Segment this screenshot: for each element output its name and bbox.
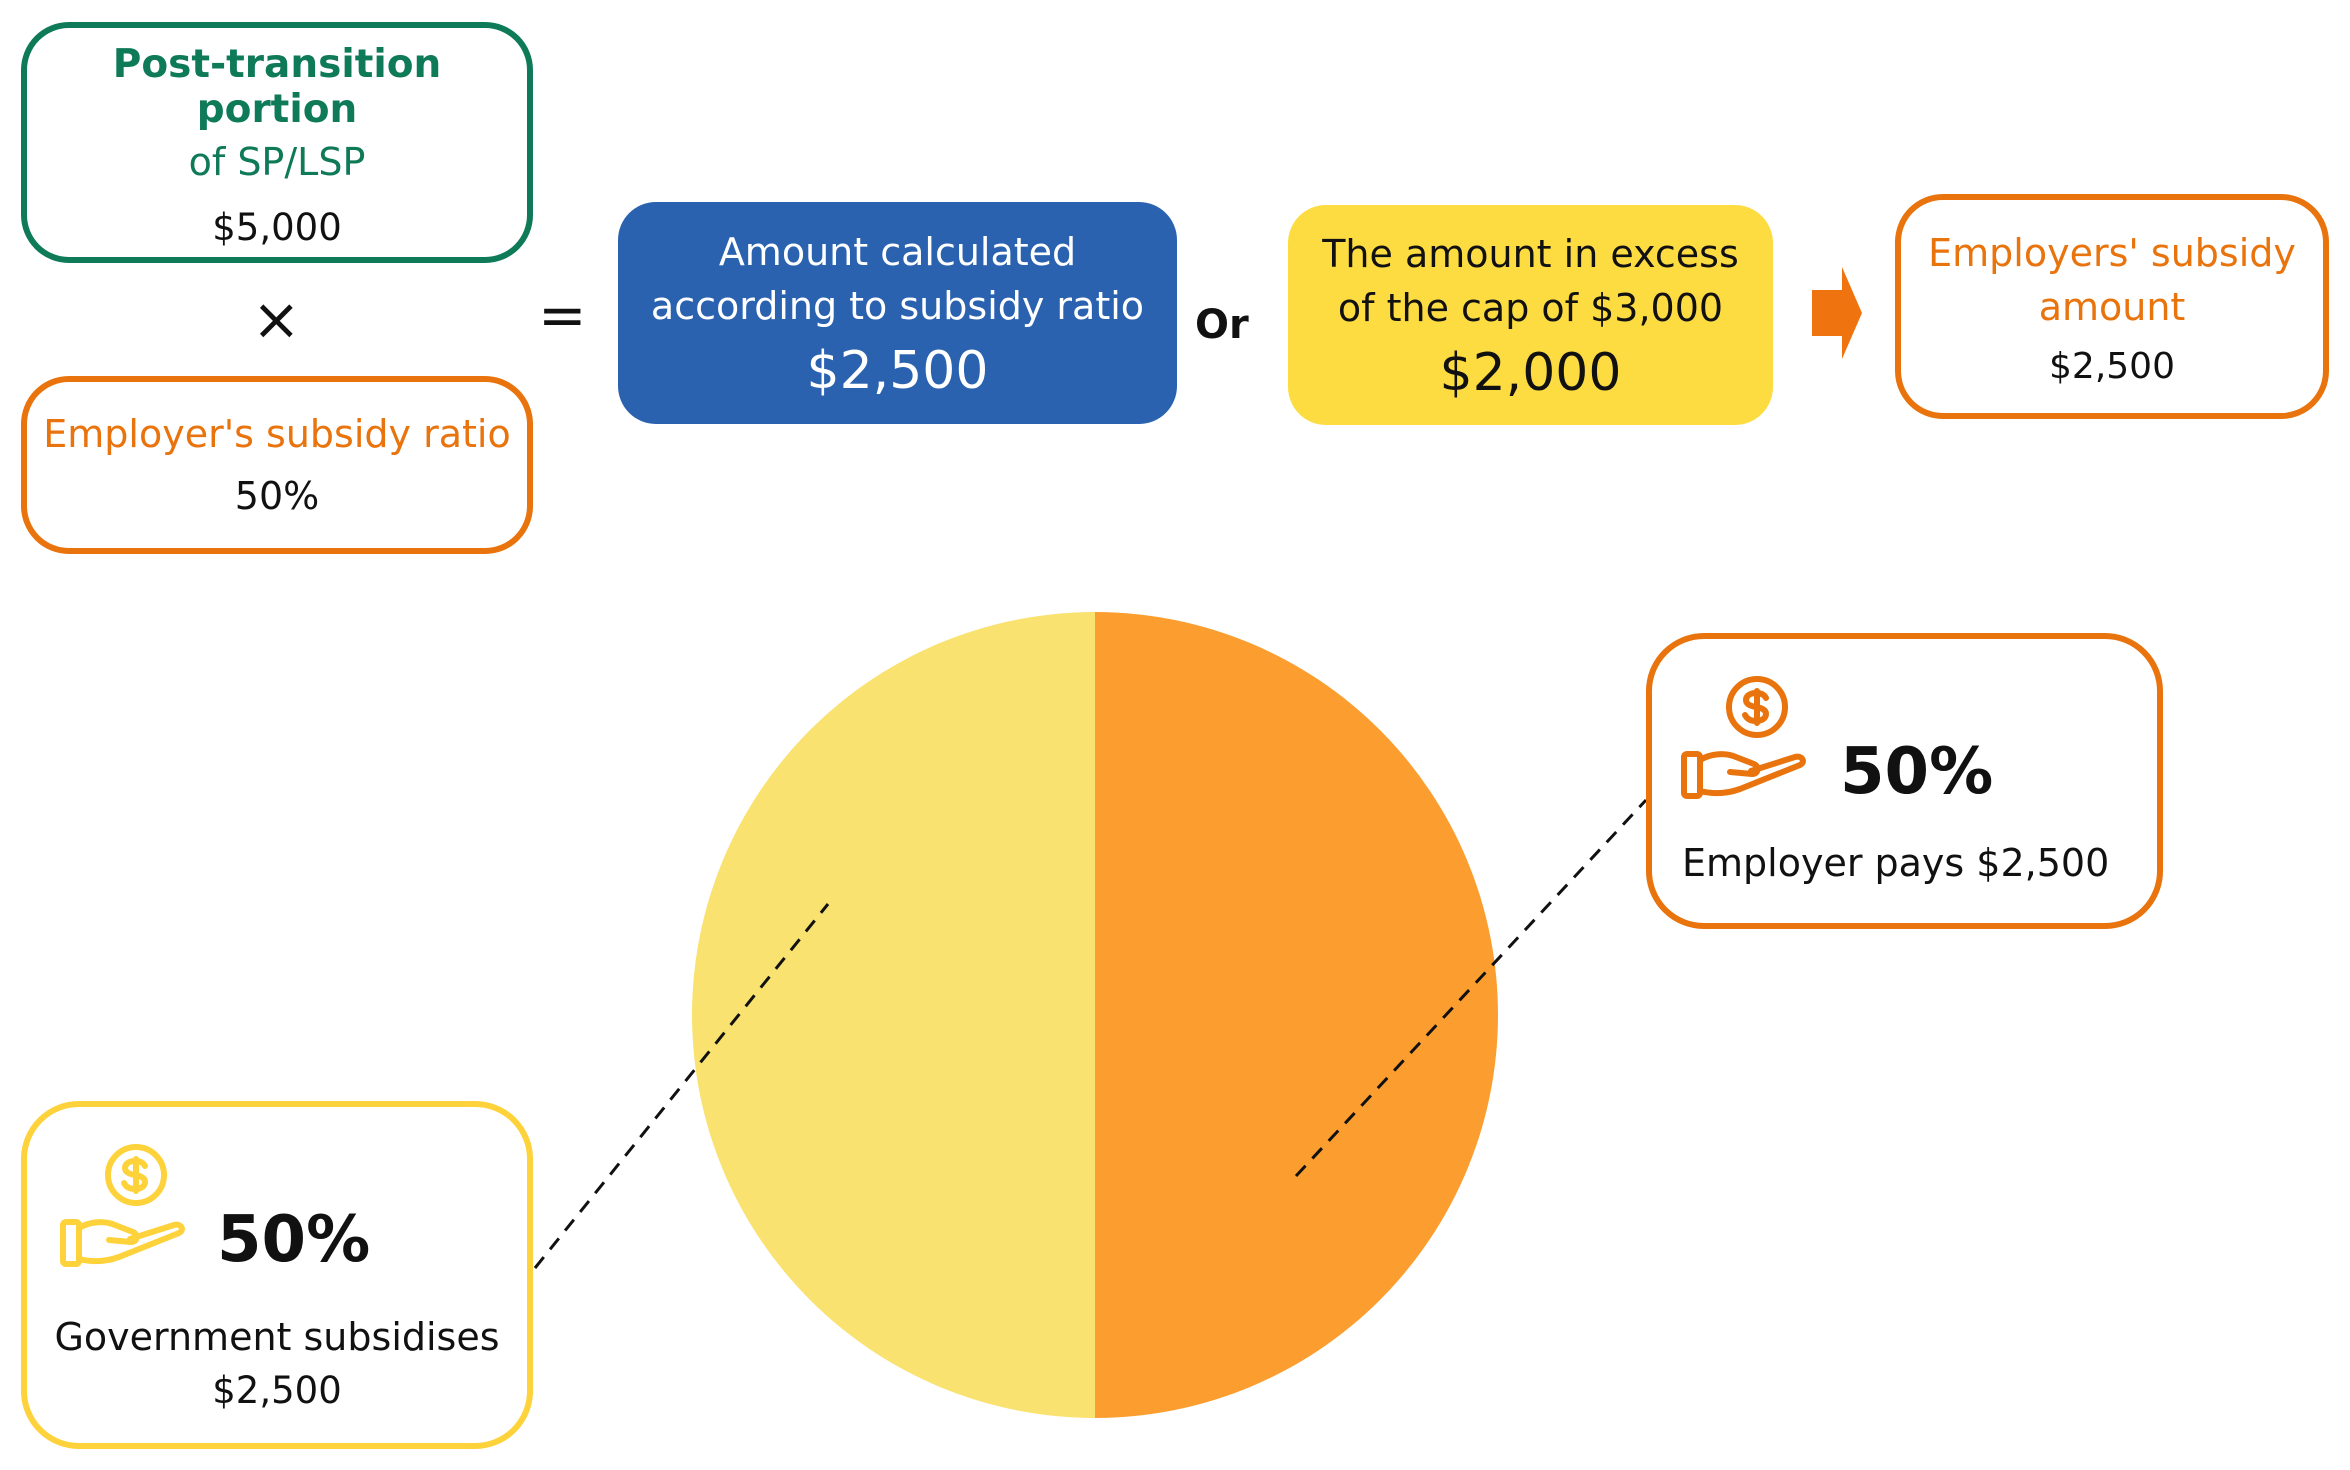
post-transition-box: Post-transition portion of SP/LSP $5,000	[21, 22, 533, 263]
government-callout: 50% Government subsidises $2,500	[21, 1101, 533, 1449]
government-percent: 50%	[217, 1203, 371, 1277]
equals-symbol: =	[538, 281, 587, 349]
post-transition-title: Post-transition portion	[112, 42, 442, 132]
excess-line2: of the cap of $3,000	[1337, 286, 1724, 330]
hand-coin-icon	[1681, 676, 1806, 799]
pie-slice-employer-pays	[1095, 612, 1498, 1418]
calculated-amount-box: Amount calculated according to subsidy r…	[618, 202, 1177, 424]
post-transition-subtitle: of SP/LSP	[188, 140, 366, 184]
calculated-value: $2,500	[806, 341, 989, 401]
employer-ratio-value: 50%	[234, 474, 320, 518]
subsidy-amount-box: Employers' subsidy amount $2,500	[1895, 194, 2329, 419]
post-transition-value: $5,000	[212, 206, 342, 249]
employer-callout: 50% Employer pays $2,500	[1646, 633, 2163, 929]
pie-chart	[692, 612, 1498, 1418]
subsidy-amount-line1: Employers' subsidy	[1928, 231, 2296, 275]
excess-amount-box: The amount in excess of the cap of $3,00…	[1288, 205, 1773, 425]
subsidy-amount-line2: amount	[2038, 285, 2186, 329]
or-label: Or	[1195, 302, 1249, 348]
multiply-symbol: ×	[252, 285, 301, 353]
employer-ratio-box: Employer's subsidy ratio 50%	[21, 376, 533, 554]
employer-ratio-label: Employer's subsidy ratio	[43, 412, 511, 456]
excess-value: $2,000	[1439, 343, 1622, 403]
government-value: $2,500	[212, 1369, 342, 1412]
employer-leader-line	[1294, 798, 1648, 1178]
excess-line1: The amount in excess	[1322, 232, 1739, 276]
pie-slice-government-subsidises	[692, 612, 1095, 1418]
calculated-line2: according to subsidy ratio	[650, 284, 1145, 328]
employer-pays-label: Employer pays $2,500	[1682, 841, 2110, 885]
subsidy-amount-value: $2,500	[2049, 346, 2175, 387]
hand-coin-icon	[60, 1144, 185, 1267]
calculated-line1: Amount calculated	[718, 230, 1077, 274]
employer-percent: 50%	[1840, 735, 1994, 809]
government-label: Government subsidises	[54, 1315, 500, 1359]
government-leader-line	[533, 903, 830, 1269]
arrow-right-icon	[1812, 267, 1862, 359]
